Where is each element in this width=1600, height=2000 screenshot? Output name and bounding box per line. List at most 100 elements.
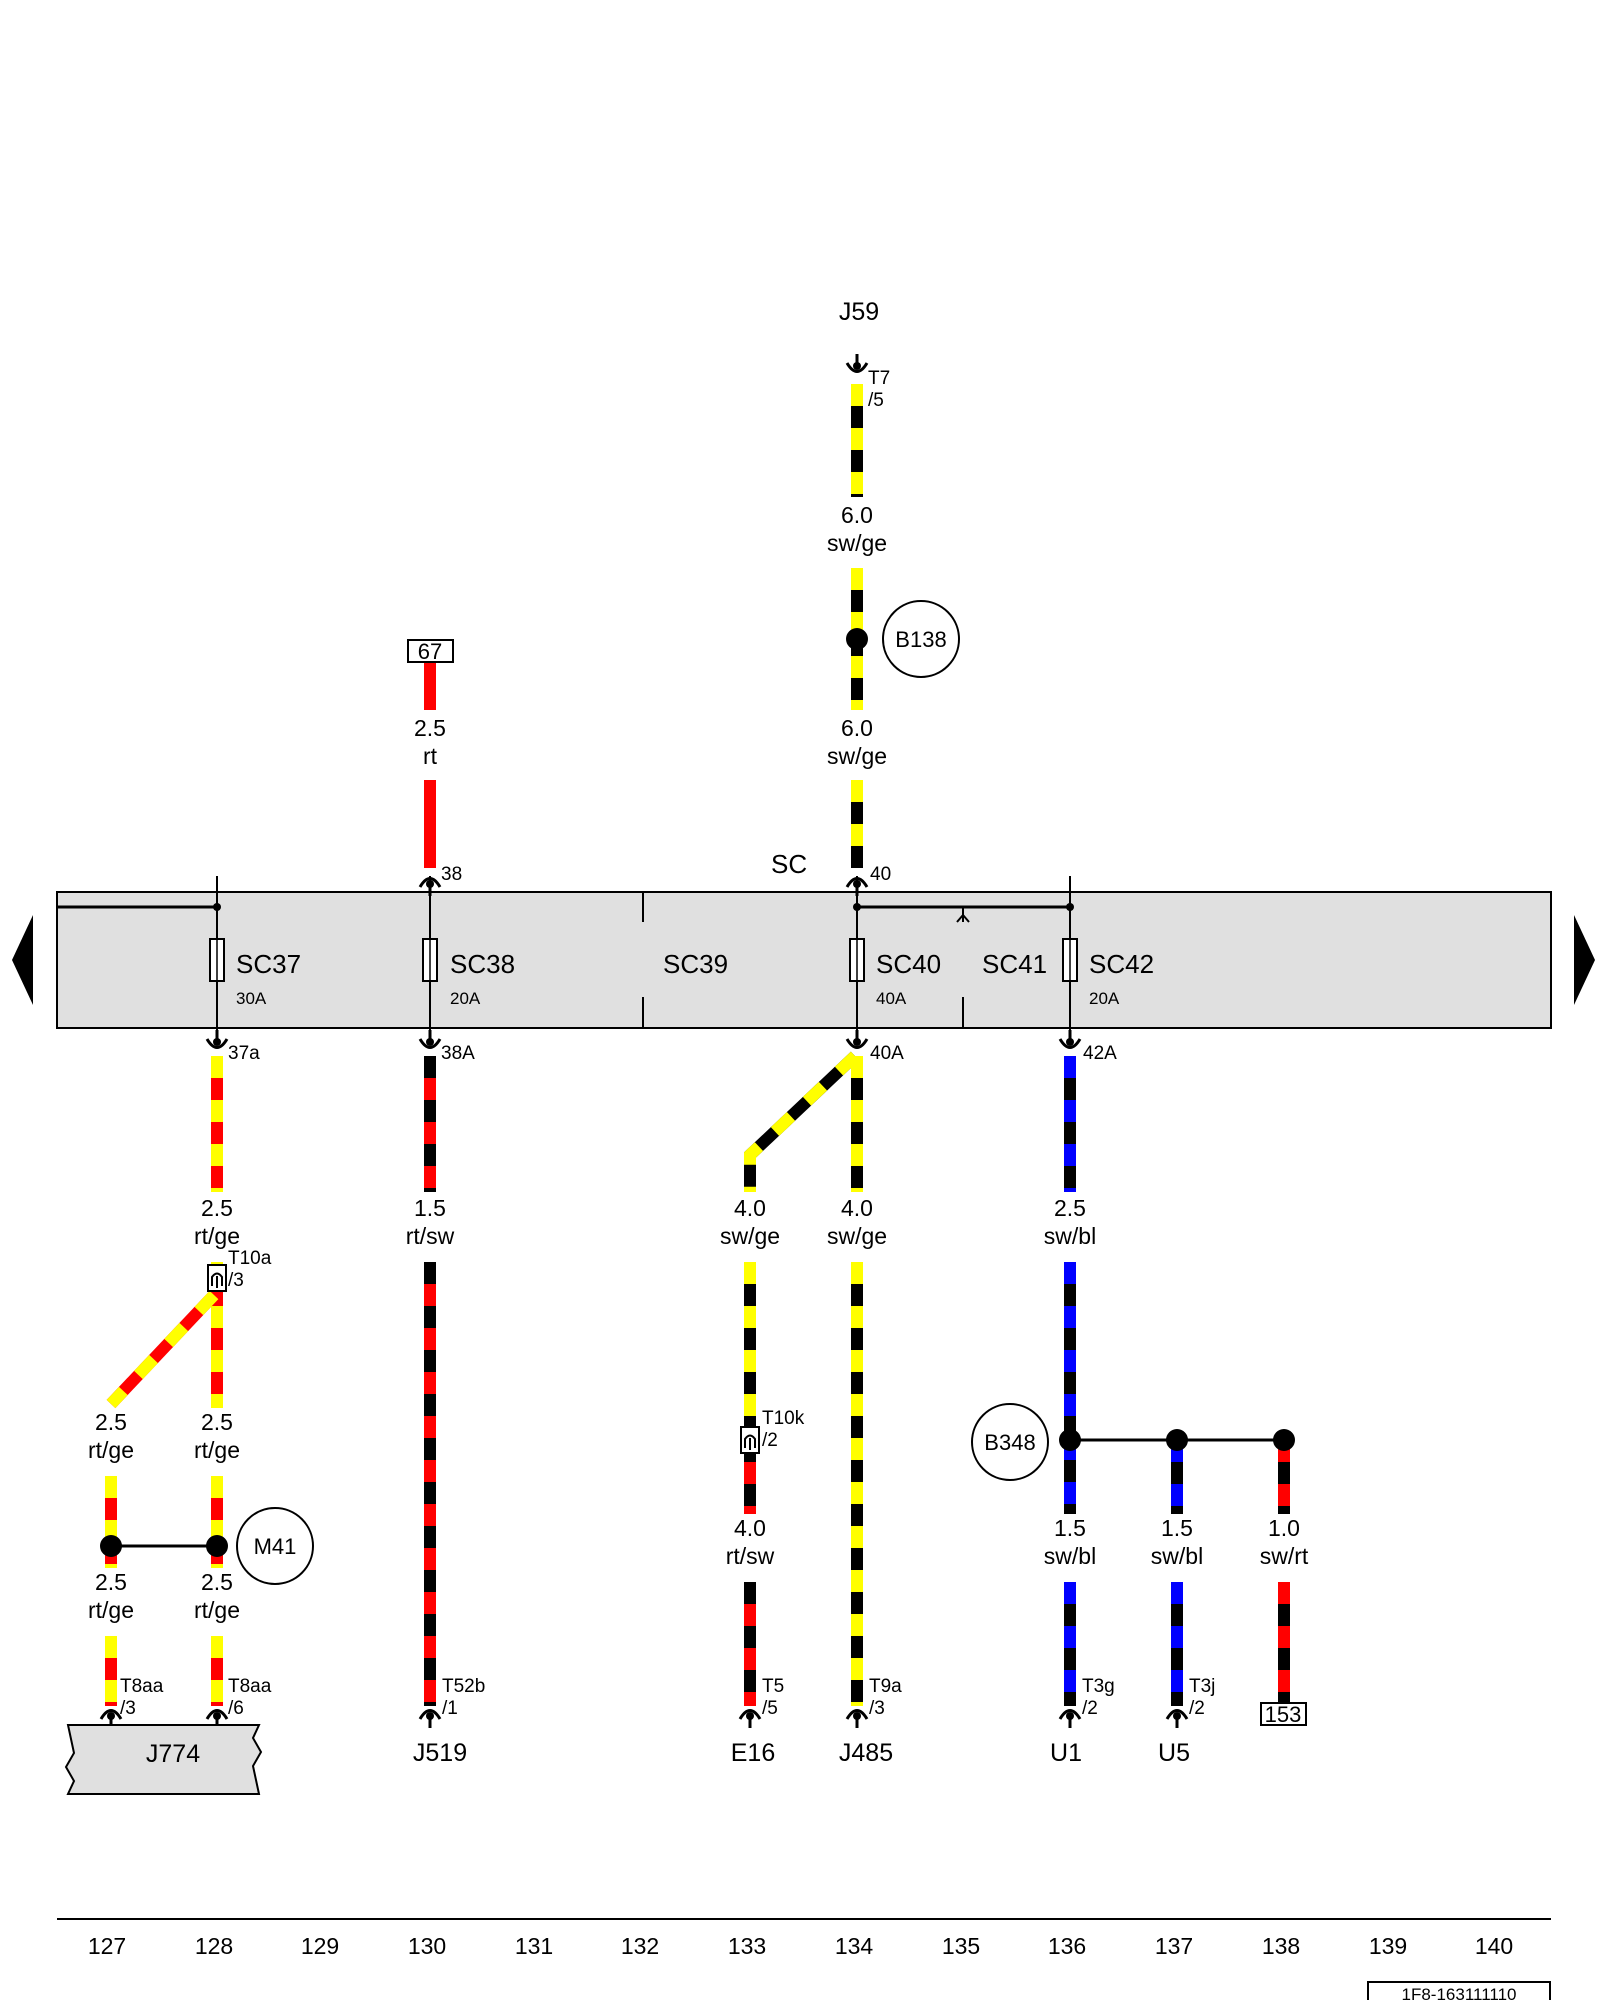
wire-size: 4.0 xyxy=(734,1515,766,1541)
component-label-u5[interactable]: U5 xyxy=(1158,1739,1190,1767)
page-next-arrow[interactable] xyxy=(1574,915,1595,1005)
component-label-j59[interactable]: J59 xyxy=(839,298,879,326)
wire-size: 6.0 xyxy=(841,502,873,528)
pin-label: 38 xyxy=(441,864,462,885)
wire-color: rt/ge xyxy=(194,1437,240,1463)
wire-size: 2.5 xyxy=(201,1569,233,1595)
column-number: 130 xyxy=(408,1933,446,1959)
connector-symbol xyxy=(845,1030,869,1049)
splice-point xyxy=(1166,1429,1188,1451)
doc-id-box xyxy=(1367,1981,1551,2000)
ref-box-label: 153 xyxy=(1265,1702,1302,1727)
column-number: 140 xyxy=(1475,1933,1513,1959)
connector-cup xyxy=(845,1709,869,1720)
wire-color: rt/ge xyxy=(194,1223,240,1249)
wire-color: sw/ge xyxy=(827,743,887,769)
connector-name: T8aa xyxy=(228,1676,272,1697)
wire-size: 2.5 xyxy=(414,715,446,741)
bus-junction xyxy=(1066,903,1074,911)
column-number: 139 xyxy=(1369,1933,1407,1959)
fuse-label-sc40: SC40 xyxy=(876,949,941,979)
fuse-label-sc42: SC42 xyxy=(1089,949,1154,979)
wire-size: 1.5 xyxy=(1054,1515,1086,1541)
connector-labels: T7 /5 T10a /3 T10k /2 T8aa /3 T8aa /6 T5… xyxy=(120,368,1215,1719)
splice-label-b348: B348 xyxy=(984,1430,1035,1455)
fuse-rating-sc40: 40A xyxy=(876,989,907,1008)
pin-label: 40 xyxy=(870,864,891,885)
wire xyxy=(744,1051,860,1192)
component-label-j485[interactable]: J485 xyxy=(839,1739,893,1767)
splice-tag-circle xyxy=(236,1507,314,1585)
component-label-j774: J774 xyxy=(146,1740,200,1768)
connector-pin: /5 xyxy=(868,390,884,411)
ref-box-67[interactable] xyxy=(407,639,454,663)
column-number: 135 xyxy=(942,1933,980,1959)
splice-point xyxy=(1059,1429,1081,1451)
components: J59 J774 J519 E16 J485 U1 U5 xyxy=(64,298,1190,1795)
wire-size: 2.5 xyxy=(95,1569,127,1595)
wire-color: sw/bl xyxy=(1044,1543,1096,1569)
wire-size: 4.0 xyxy=(734,1195,766,1221)
wire-color: rt/ge xyxy=(88,1437,134,1463)
doc-id: 1F8-163111110 xyxy=(1402,1985,1517,2000)
splice-point xyxy=(100,1535,122,1557)
connector-pin: /3 xyxy=(869,1698,885,1719)
ref-box-153[interactable] xyxy=(1260,1702,1307,1726)
ref-box-label: 67 xyxy=(418,639,442,664)
bus-label: SC xyxy=(771,849,807,879)
connector-name: T7 xyxy=(868,368,890,389)
component-label-u1[interactable]: U1 xyxy=(1050,1739,1082,1767)
connector-cup xyxy=(205,1038,229,1049)
wire-size: 2.5 xyxy=(1054,1195,1086,1221)
connector-pin: /3 xyxy=(120,1698,136,1719)
component-label-j519[interactable]: J519 xyxy=(413,1739,467,1767)
connector-cup xyxy=(845,362,869,373)
column-number: 133 xyxy=(728,1933,766,1959)
wire-labels: 6.0 sw/ge 6.0 sw/ge 2.5 rt 2.5 rt/ge 1.5… xyxy=(88,502,1309,1623)
component-box-j774[interactable] xyxy=(64,1724,263,1795)
column-number: 128 xyxy=(195,1933,233,1959)
connector-pin: /3 xyxy=(228,1270,244,1291)
component-label-e16[interactable]: E16 xyxy=(731,1739,775,1767)
fuse-label-sc38: SC38 xyxy=(450,949,515,979)
column-numbers: 127 128 129 130 131 132 133 134 135 136 … xyxy=(88,1933,1513,1959)
connector-name: T3g xyxy=(1082,1676,1115,1697)
inline-connector-cup xyxy=(744,1434,756,1448)
connector-cup xyxy=(738,1709,762,1720)
connector-symbol xyxy=(418,1030,442,1049)
fuse-rating-sc38: 20A xyxy=(450,989,481,1008)
connector-pin: /5 xyxy=(762,1698,778,1719)
connector-cup xyxy=(1058,1038,1082,1049)
wire-size: 2.5 xyxy=(201,1409,233,1435)
fuse-label-sc39: SC39 xyxy=(663,949,728,979)
connector-symbol xyxy=(845,354,869,373)
pin-label: 38A xyxy=(441,1043,475,1064)
column-number: 132 xyxy=(621,1933,659,1959)
column-number: 137 xyxy=(1155,1933,1193,1959)
connector-pin: /6 xyxy=(228,1698,244,1719)
column-number: 136 xyxy=(1048,1933,1086,1959)
wire-color: rt xyxy=(423,743,438,769)
connector-pin: /2 xyxy=(762,1430,778,1451)
connector-symbol xyxy=(1058,1030,1082,1049)
pin-label: 42A xyxy=(1083,1043,1117,1064)
wire-color: sw/ge xyxy=(827,1223,887,1249)
connector-cup xyxy=(99,1709,123,1720)
connector-symbol xyxy=(1165,1709,1189,1728)
inline-connector-cup xyxy=(211,1272,223,1286)
reference-boxes: 67 153 xyxy=(407,639,1307,1727)
connector-symbol xyxy=(418,1709,442,1728)
wire-color: sw/bl xyxy=(1151,1543,1203,1569)
connector-name: T10a xyxy=(228,1248,272,1269)
connector-pin: /1 xyxy=(442,1698,458,1719)
connector-cup xyxy=(1165,1709,1189,1720)
wire-color: sw/rt xyxy=(1260,1543,1309,1569)
fuse-label-sc37: SC37 xyxy=(236,949,301,979)
connector-cup xyxy=(845,877,869,888)
splice-labels: B138 B348 M41 xyxy=(236,600,1049,1585)
inline-connector-symbol xyxy=(740,1426,760,1454)
page-prev-arrow[interactable] xyxy=(12,915,33,1005)
wire-size: 1.5 xyxy=(414,1195,446,1221)
column-number: 129 xyxy=(301,1933,339,1959)
bus-junction xyxy=(853,903,861,911)
